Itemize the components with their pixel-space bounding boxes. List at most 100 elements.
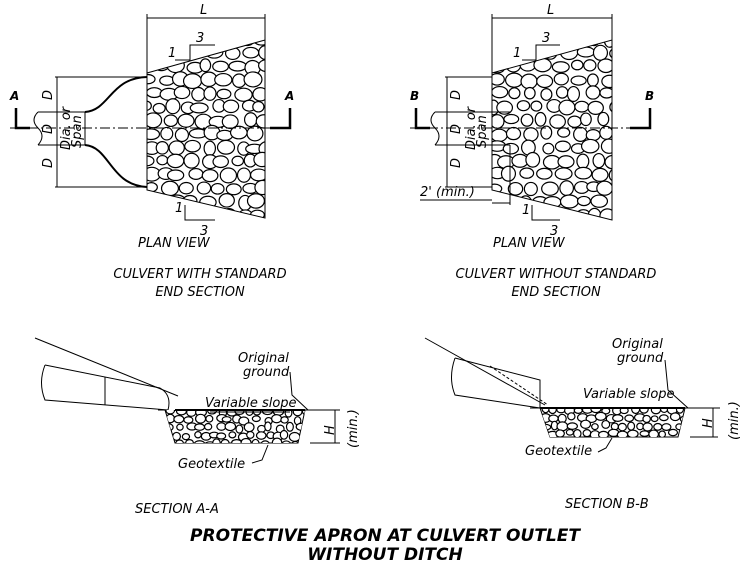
d-label: D (449, 124, 464, 134)
stone (224, 40, 243, 48)
stone (505, 126, 522, 141)
stone (520, 73, 538, 90)
left-plan-view: L 1 3 1 3 D D D Dia. or Span A A PLAN VI… (9, 3, 294, 300)
stone (501, 209, 516, 220)
stone (496, 100, 514, 115)
pipe-label: Span (475, 115, 490, 148)
stone (519, 167, 535, 179)
slope-run: 3 (200, 224, 208, 239)
stone (147, 112, 163, 129)
stone (203, 86, 217, 101)
stone (592, 152, 606, 169)
stone (194, 413, 207, 424)
stone (199, 58, 212, 73)
stone (166, 153, 185, 169)
stone (156, 154, 169, 166)
stone (165, 98, 181, 115)
stone (260, 440, 271, 443)
stone (242, 46, 260, 59)
stone (214, 72, 233, 87)
stone (166, 169, 185, 182)
stone (160, 126, 174, 141)
stone (599, 87, 612, 99)
stone (574, 166, 593, 180)
stone (243, 112, 258, 128)
stone (165, 440, 176, 443)
stone (591, 423, 599, 431)
pipe-label: Dia. or (59, 105, 74, 150)
stone (147, 40, 155, 47)
plan-title: CULVERT WITHOUT STANDARD (456, 267, 657, 282)
stone (255, 431, 267, 440)
stone (246, 430, 255, 439)
plan-title: CULVERT WITH STANDARD (113, 267, 286, 282)
section-arrow-a-left (14, 108, 30, 130)
stone (585, 128, 601, 142)
stone (285, 421, 294, 432)
stone (177, 113, 195, 128)
plan-title: END SECTION (155, 285, 245, 300)
stone (220, 438, 230, 443)
stone (597, 430, 609, 437)
ground-label: Original (612, 337, 663, 352)
stone (290, 440, 300, 443)
stone (530, 100, 543, 112)
stone (570, 40, 583, 47)
stone (549, 114, 566, 129)
stone (492, 114, 505, 129)
stone (631, 408, 641, 415)
stone (570, 59, 584, 71)
apron-outline (491, 39, 613, 221)
stone (160, 180, 180, 197)
stone (210, 182, 225, 195)
geotextile-label: Geotextile (178, 457, 245, 472)
stone (183, 152, 200, 169)
slope-rise: 1 (513, 46, 521, 61)
stone (183, 416, 194, 424)
section-title: SECTION A-A (135, 502, 219, 517)
stone (590, 194, 609, 208)
main-title: PROTECTIVE APRON AT CULVERT OUTLET (190, 526, 581, 546)
riprap-stones (147, 40, 265, 218)
stone (574, 100, 590, 113)
stone (492, 46, 506, 57)
stone (173, 40, 187, 47)
slope-label: Variable slope (205, 396, 297, 411)
stone (147, 128, 161, 141)
stone (642, 414, 651, 424)
stone (222, 99, 240, 114)
stone (567, 115, 582, 128)
stone (604, 154, 612, 170)
stone (586, 73, 599, 87)
stone (280, 440, 292, 443)
stone (492, 73, 505, 86)
stone (559, 194, 579, 209)
stone (252, 87, 265, 102)
stone (194, 431, 202, 439)
stone (516, 100, 531, 112)
stone (147, 100, 152, 112)
apron-outline (146, 39, 266, 219)
stone (505, 40, 519, 46)
stone (147, 73, 156, 85)
slope-run: 3 (196, 31, 204, 46)
stone (240, 437, 252, 443)
stone (650, 415, 659, 423)
stone (566, 422, 578, 430)
stone (507, 181, 524, 196)
stone (253, 151, 265, 168)
stone (558, 99, 576, 116)
stone (580, 419, 592, 429)
stone (566, 85, 581, 102)
stone (520, 40, 537, 46)
stone (559, 180, 575, 197)
stone (201, 169, 219, 183)
stone (279, 429, 289, 440)
stone (301, 410, 305, 416)
stone (504, 72, 524, 88)
stone (168, 140, 185, 156)
section-marker: B (645, 89, 654, 103)
stone (231, 439, 243, 443)
stone (165, 410, 176, 415)
stone (216, 139, 236, 155)
